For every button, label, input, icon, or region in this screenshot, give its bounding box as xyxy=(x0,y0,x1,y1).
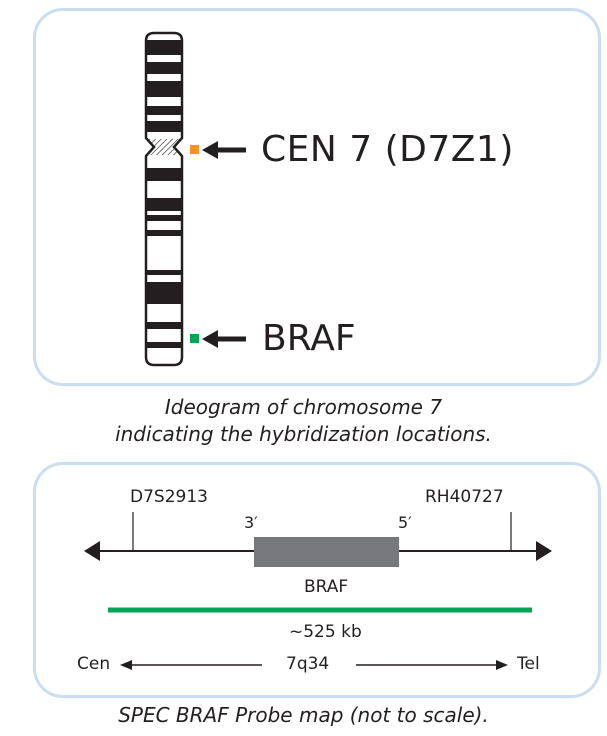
band xyxy=(146,230,182,236)
band xyxy=(146,62,182,74)
cen-label: Cen xyxy=(77,654,111,674)
end-3-label: 3′ xyxy=(244,513,258,532)
right-arrowhead xyxy=(536,541,552,561)
cen-tel-arrow xyxy=(120,660,508,670)
band xyxy=(146,168,182,181)
band xyxy=(146,270,182,275)
braf-probe-marker xyxy=(190,334,199,343)
ideogram-caption-line1: Ideogram of chromosome 7 xyxy=(164,395,443,419)
cen7-probe-marker xyxy=(190,145,199,154)
band xyxy=(146,40,182,55)
probe-map-caption: SPEC BRAF Probe map (not to scale). xyxy=(118,703,489,727)
band xyxy=(146,322,182,329)
cen7-probe-label: CEN 7 (D7Z1) xyxy=(261,129,514,170)
marker-left-label: D7S2913 xyxy=(130,487,208,507)
centromere-hatch xyxy=(146,139,182,155)
band xyxy=(146,342,182,348)
band xyxy=(146,106,182,115)
marker-right-label: RH40727 xyxy=(425,487,504,507)
band xyxy=(146,282,182,304)
ideogram-caption-line2: indicating the hybridization locations. xyxy=(115,422,492,446)
band xyxy=(146,121,182,132)
braf-gene-box xyxy=(254,537,399,567)
cen7-arrow xyxy=(202,141,246,159)
end-5-label: 5′ xyxy=(398,513,412,532)
probe-map xyxy=(84,512,552,670)
band xyxy=(146,198,182,211)
ideogram-panel xyxy=(33,8,601,386)
ideogram-caption: Ideogram of chromosome 7 indicating the … xyxy=(0,394,607,448)
gene-label: BRAF xyxy=(304,577,349,597)
left-arrowhead xyxy=(84,541,100,561)
tel-label: Tel xyxy=(517,654,540,674)
band-label: 7q34 xyxy=(286,654,330,674)
chromosome-7-ideogram xyxy=(144,31,184,367)
braf-probe-label: BRAF xyxy=(262,318,356,359)
band xyxy=(146,215,182,221)
band xyxy=(146,81,182,97)
braf-arrow xyxy=(202,330,246,348)
probe-map-panel xyxy=(33,462,601,698)
probe-size-label: ~525 kb xyxy=(289,622,362,642)
